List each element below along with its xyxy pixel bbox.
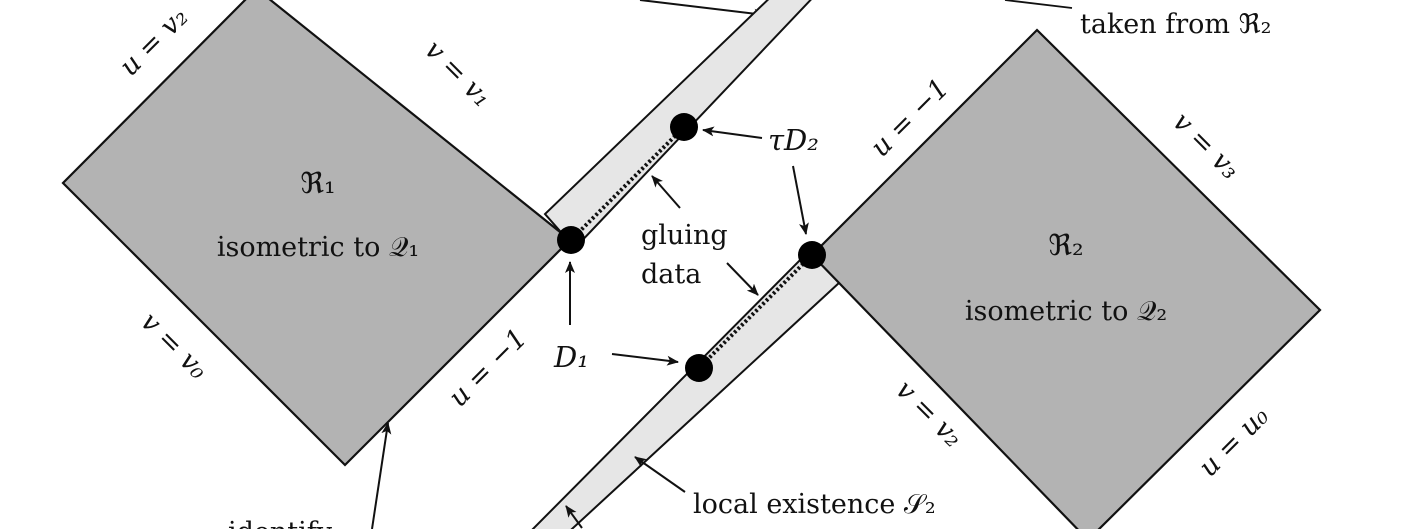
arrow-local-existence — [634, 456, 686, 493]
arrow-gluing-lower — [726, 262, 759, 296]
region-2-desc: isometric to 𝒬₂ — [965, 296, 1167, 327]
taken-from-leader — [1004, 0, 1073, 9]
label-identify: identify — [228, 517, 333, 529]
arrow-tau-d2-to-right — [792, 165, 809, 235]
label-d1: D₁ — [553, 340, 589, 374]
label-taken-from: taken from ℜ₂ — [1080, 9, 1271, 40]
region-1 — [61, 0, 572, 467]
label-tau-d2: τD₂ — [768, 123, 819, 157]
label-local-existence: local existence 𝒮₂ — [693, 489, 936, 520]
arrow-gluing-upper — [651, 175, 681, 209]
label-gluing: gluing — [641, 220, 728, 251]
region-2 — [810, 28, 1322, 529]
arrow-identify — [371, 422, 392, 529]
arrow-tau-d2-to-upper — [702, 126, 763, 139]
top-arrow — [639, 0, 766, 19]
point-tau-d2-right — [798, 241, 826, 269]
region-1-name: ℜ₁ — [300, 166, 335, 200]
arrow-bottom-strip — [565, 505, 583, 529]
point-tau-d2-upper — [670, 113, 698, 141]
label-data: data — [641, 259, 701, 290]
region-2-name: ℜ₂ — [1048, 228, 1083, 262]
arrow-d1-right — [611, 353, 679, 366]
point-d1-lower — [685, 354, 713, 382]
edge-label-v-v1: v = v₁ — [418, 34, 497, 113]
point-d1-left — [557, 226, 585, 254]
gluing-line-lower — [697, 253, 814, 370]
gluing-line-upper — [569, 125, 686, 242]
region-1-desc: isometric to 𝒬₁ — [217, 232, 419, 263]
